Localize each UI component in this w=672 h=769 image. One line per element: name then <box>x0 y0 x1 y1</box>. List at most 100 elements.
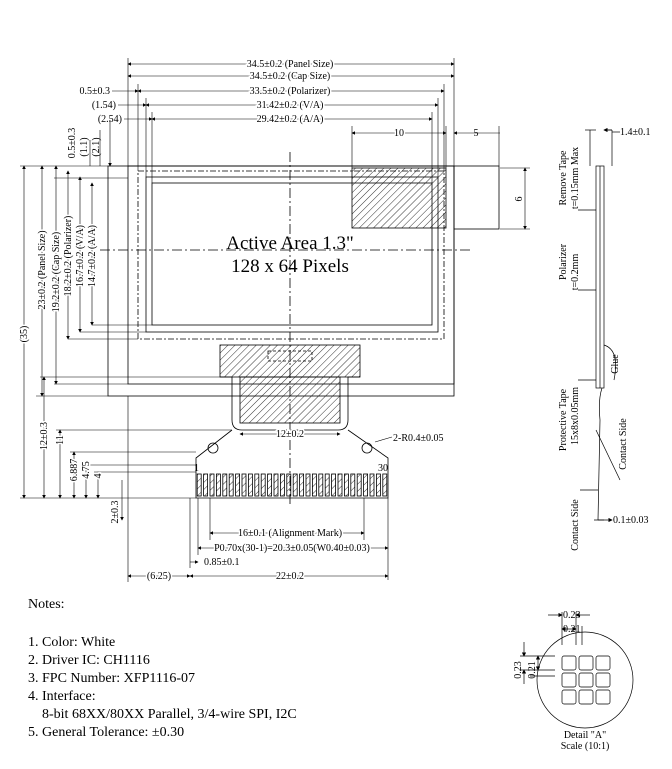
dim-fpc-6887: 6.887 <box>69 459 80 482</box>
dim-22: 22±0.2 <box>276 571 304 582</box>
alignment-hole-left <box>207 442 219 454</box>
dim-offset-254: (2.54) <box>98 114 122 125</box>
top-dimensions <box>112 58 530 230</box>
detail-dim-c: 0.23 <box>513 661 524 679</box>
contact-pad <box>273 473 279 497</box>
dim-left-21: (2.1) <box>91 137 102 156</box>
contact-pad <box>356 473 362 497</box>
contact-pad <box>382 473 388 497</box>
detail-pixel <box>578 672 594 688</box>
panel-right-extension <box>453 165 500 230</box>
contact-pad <box>375 473 381 497</box>
dim-10: 10 <box>394 128 404 139</box>
protective-tape-label: Protective Tape <box>558 388 569 451</box>
active-area-title: Active Area 1.3" <box>226 233 354 254</box>
contact-pad <box>324 473 330 497</box>
note-interface-detail: 8-bit 68XX/80XX Parallel, 3/4-wire SPI, … <box>42 707 297 722</box>
dim-35: (35) <box>19 326 30 343</box>
detail-dim-a: 0.23 <box>563 610 581 621</box>
dim-085: 0.85±0.1 <box>204 557 240 568</box>
polarizer-thickness: t=0.2mm <box>570 254 581 291</box>
contact-pad <box>311 473 317 497</box>
detail-pixel <box>578 655 594 671</box>
contact-pad <box>254 473 260 497</box>
detail-pixel <box>595 672 611 688</box>
dim-fpc-4: 4 <box>93 474 104 479</box>
contact-pad <box>337 473 343 497</box>
viewing-area <box>145 176 439 333</box>
detail-dim-b: 0.21 <box>563 624 581 635</box>
dim-cap-width: 34.5±0.2 (Cap Size) <box>250 71 330 82</box>
dim-hole-radius: 2-R0.4±0.05 <box>393 433 444 444</box>
detail-dim-d: 0.21 <box>527 661 538 679</box>
dim-5: 5 <box>474 128 479 139</box>
contact-pad <box>318 473 324 497</box>
contact-pad <box>343 473 349 497</box>
dim-polarizer-width: 33.5±0.2 (Polarizer) <box>250 86 331 97</box>
active-area <box>151 182 433 326</box>
detail-scale: Scale (10:1) <box>560 741 610 752</box>
contact-pad <box>196 473 202 497</box>
hatched-zone <box>351 167 447 229</box>
dim-left-05: 0.5±0.3 <box>67 128 78 159</box>
detail-title: Detail "A" <box>563 730 607 741</box>
detail-caption: Detail "A" Scale (10:1) <box>540 730 630 752</box>
dim-fpc-2: 2±0.3 <box>110 501 121 524</box>
dim-625: (6.25) <box>147 571 171 582</box>
contact-pad <box>305 473 311 497</box>
detail-pixel <box>561 689 577 705</box>
dim-fpc-width: 12±0.2 <box>276 429 304 440</box>
dim-6: 6 <box>514 197 525 202</box>
note-fpc-number: 3. FPC Number: XFP1116-07 <box>28 671 195 686</box>
detail-pixel <box>578 689 594 705</box>
contact-pad <box>241 473 247 497</box>
dim-aa-height: 14.7±0.2 (A/A) <box>87 225 98 287</box>
dim-alignment-mark: 16±0.1 (Alignment Mark) <box>238 528 342 539</box>
alignment-hole-right <box>361 442 373 454</box>
dim-offset-154: (1.54) <box>92 100 116 111</box>
notes-heading: Notes: <box>28 597 65 612</box>
dim-va-width: 31.42±0.2 (V/A) <box>257 100 324 111</box>
note-interface: 4. Interface: <box>28 689 96 704</box>
contact-pad <box>247 473 253 497</box>
dim-offset-05: 0.5±0.3 <box>80 86 111 97</box>
contact-side-b: Contact Side <box>570 499 581 551</box>
dim-cap-height: 19.2±0.2 (Cap Size) <box>51 232 62 312</box>
side-thickness: 1.4±0.1 <box>620 127 651 138</box>
bottom-dimensions <box>127 396 393 582</box>
pin-last: 30 <box>378 463 388 474</box>
dim-fpc-11: 11 <box>55 435 66 445</box>
contact-pad <box>267 473 273 497</box>
contact-pad <box>209 473 215 497</box>
detail-pixel <box>595 689 611 705</box>
remove-tape-label: Remove Tape <box>558 150 569 205</box>
notes-block: Notes: 1. Color: White 2. Driver IC: CH1… <box>28 596 297 742</box>
contact-pad <box>369 473 375 497</box>
side-view <box>578 127 621 523</box>
front-view <box>100 152 500 505</box>
pixel-count: 128 x 64 Pixels <box>231 256 349 277</box>
contact-pad <box>228 473 234 497</box>
left-dimensions <box>20 120 232 521</box>
dim-pin-pitch: P0.70x(30-1)=20.3±0.05(W0.40±0.03) <box>214 543 370 554</box>
dim-fpc-12: 12±0.3 <box>39 422 50 450</box>
dim-panel-width: 34.5±0.2 (Panel Size) <box>247 59 334 70</box>
note-tolerance: 5. General Tolerance: ±0.30 <box>28 725 185 740</box>
detail-pixel <box>595 655 611 671</box>
contact-pad <box>292 473 298 497</box>
contact-pad <box>222 473 228 497</box>
contact-pad <box>203 473 209 497</box>
detail-a <box>520 612 634 729</box>
polarizer-label: Polarizer <box>558 243 569 280</box>
dim-fpc-475: 4.75 <box>81 461 92 479</box>
dim-aa-width: 29.42±0.2 (A/A) <box>257 114 324 125</box>
note-color: 1. Color: White <box>28 635 116 650</box>
detail-pixel <box>561 672 577 688</box>
contact-pad <box>286 473 292 497</box>
contact-side-a: Contact Side <box>618 418 629 470</box>
pin-first: 1 <box>194 463 199 474</box>
contact-pad <box>279 473 285 497</box>
protective-tape-size: 15x8x0.05mm <box>570 387 581 445</box>
contact-pad <box>299 473 305 497</box>
remove-tape-thickness: t=0.15mm Max <box>570 147 581 209</box>
